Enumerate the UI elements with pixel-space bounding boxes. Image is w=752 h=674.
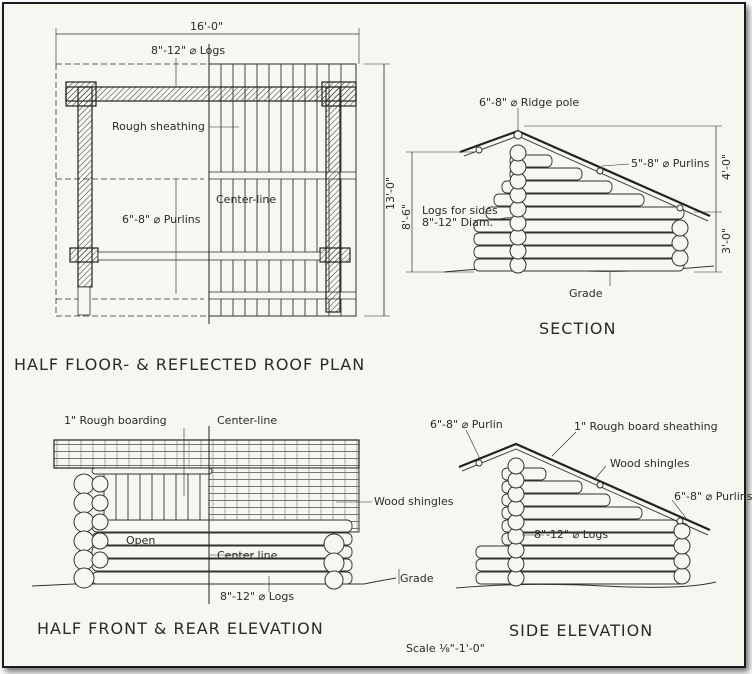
side-title: SIDE ELEVATION bbox=[509, 621, 653, 640]
plan-width-dim: 16'-0" bbox=[190, 20, 223, 33]
front-center-line-top-label: Center-line bbox=[217, 414, 277, 427]
front-elevation: 1" Rough boarding Center-line Wood shing… bbox=[31, 414, 454, 638]
plan-center-line-label: Center-line bbox=[216, 193, 276, 206]
section-purlins-label: 5"-8" ⌀ Purlins bbox=[631, 157, 710, 170]
front-title: HALF FRONT & REAR ELEVATION bbox=[37, 619, 324, 638]
side-wood-shingles-label: Wood shingles bbox=[610, 457, 690, 470]
plan-purlins-label: 6"-8" ⌀ Purlins bbox=[122, 213, 201, 226]
section-dim-upper: 4'-0" bbox=[720, 154, 733, 180]
side-purlins-label: 6"-8" ⌀ Purlins bbox=[674, 490, 752, 503]
side-logs-label: 8"-12" ⌀ Logs bbox=[534, 528, 608, 541]
front-center-line-bottom-label: Center line bbox=[217, 549, 278, 562]
section-grade-label: Grade bbox=[569, 287, 603, 300]
front-open-label: Open bbox=[126, 534, 155, 547]
front-grade-label: Grade bbox=[400, 572, 434, 585]
section-logs-diam-label: 8"-12" Diam. bbox=[422, 216, 493, 229]
section-ridge-pole-label: 6"-8" ⌀ Ridge pole bbox=[479, 96, 579, 109]
front-wood-shingles-label: Wood shingles bbox=[374, 495, 454, 508]
section-dim-lower: 3'-0" bbox=[720, 228, 733, 254]
section-logs-sides-label: Logs for sides bbox=[422, 204, 498, 217]
drawing-canvas: 16'-0" 13'-0" bbox=[14, 20, 752, 655]
floor-roof-plan: 16'-0" 13'-0" bbox=[14, 20, 397, 374]
section-dim-total: 8'-6" bbox=[400, 204, 413, 230]
section-drawing: 8'-6" 4'-0" 3'-0" 6"-8" ⌀ Ridge pole 5"-… bbox=[400, 96, 733, 338]
front-logs-label: 8"-12" ⌀ Logs bbox=[220, 590, 294, 603]
plan-sheathing-label: Rough sheathing bbox=[112, 120, 205, 133]
side-sheathing-label: 1" Rough board sheathing bbox=[574, 420, 718, 433]
plan-title: HALF FLOOR- & REFLECTED ROOF PLAN bbox=[14, 355, 365, 374]
plan-depth-dim: 13'-0" bbox=[384, 177, 397, 210]
section-title: SECTION bbox=[539, 319, 617, 338]
side-purlin-label: 6"-8" ⌀ Purlin bbox=[430, 418, 503, 431]
scale-note: Scale ⅛"-1'-0" bbox=[406, 642, 485, 655]
front-rough-boarding-label: 1" Rough boarding bbox=[64, 414, 167, 427]
plan-logs-label: 8"-12" ⌀ Logs bbox=[151, 44, 225, 57]
side-elevation: 6"-8" ⌀ Purlin 1" Rough board sheathing … bbox=[430, 418, 752, 640]
